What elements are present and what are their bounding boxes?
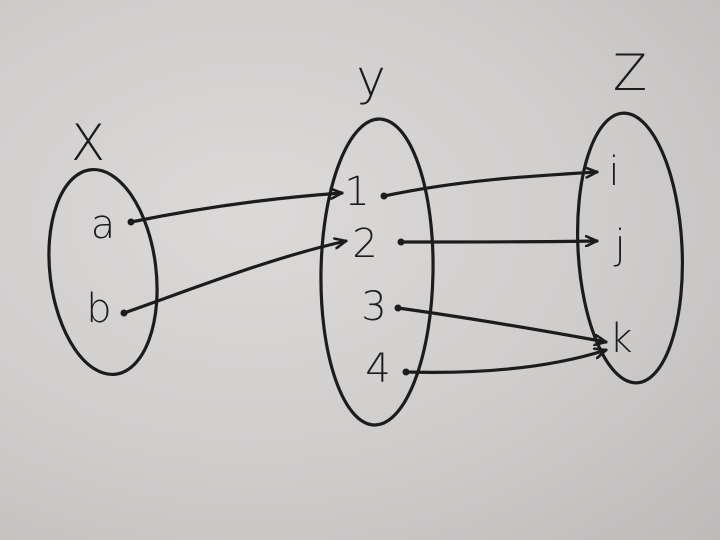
arrow-3-to-k: [396, 306, 608, 342]
set-z-ellipse: [575, 111, 685, 385]
element-4: 4: [365, 346, 390, 392]
set-y-ellipse: [319, 117, 435, 427]
element-a: a: [91, 202, 116, 248]
arrow-2-to-j: [399, 241, 599, 242]
set-y-label: y: [356, 49, 386, 107]
element-k: k: [609, 316, 632, 362]
element-1: 1: [344, 169, 369, 215]
arrow-1-to-i: [382, 172, 599, 198]
element-b: b: [86, 286, 111, 332]
element-2: 2: [352, 221, 377, 267]
set-x-label: X: [71, 114, 105, 172]
element-i: i: [608, 149, 619, 195]
element-j: j: [613, 222, 625, 268]
arrow-b-to-2: [122, 241, 348, 315]
arrow-4-to-k: [404, 350, 608, 374]
set-z-label: Z: [613, 44, 647, 102]
element-3: 3: [361, 284, 386, 330]
arrow-a-to-1: [129, 193, 344, 224]
set-x-ellipse: [47, 167, 159, 377]
